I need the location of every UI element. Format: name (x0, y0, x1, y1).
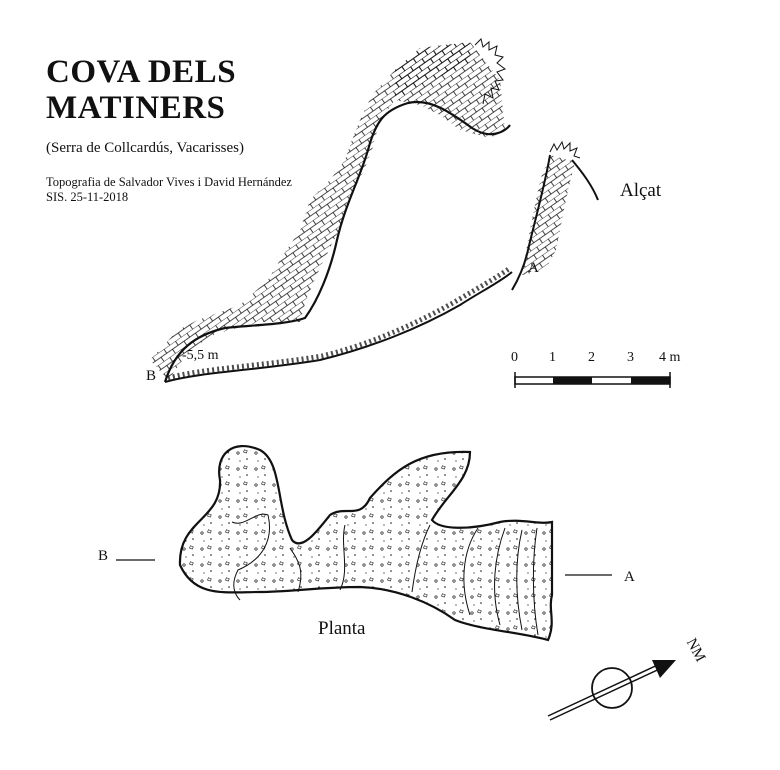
plan-contour-4 (411, 524, 431, 593)
scale-tick-3: 3 (627, 350, 634, 365)
plan-point-a: A (624, 569, 635, 585)
plan-contour-7 (516, 529, 523, 631)
elevation-point-b: B (146, 368, 157, 384)
scale-tick-1: 1 (549, 350, 556, 365)
plan-contour-5 (463, 527, 479, 616)
shaft-right-line (571, 159, 599, 201)
depth-label: -5,5 m (182, 348, 219, 363)
plan-contour-8 (532, 527, 539, 636)
plan-section (116, 444, 612, 642)
title-line-1: COVA DELS (46, 54, 237, 90)
rock-wall-shaft (522, 155, 575, 275)
scale-tick-0: 0 (511, 350, 518, 365)
shaft-wall-line (511, 154, 551, 291)
plan-outline (178, 444, 554, 642)
vegetation-top (474, 38, 507, 105)
title-line-2: MATINERS (46, 90, 226, 126)
rock-wall-top-right (395, 42, 505, 138)
vegetation-shaft (549, 140, 581, 159)
cave-floor-line (164, 271, 513, 383)
plan-label: Planta (318, 618, 366, 639)
credits: Topografia de Salvador Vives i David Her… (46, 175, 292, 189)
plan-contour-3 (339, 524, 346, 591)
scale-bar (514, 372, 671, 388)
north-arrow (547, 660, 676, 721)
elevation-point-a: A (528, 260, 539, 276)
plan-contour-1 (231, 513, 270, 601)
elevation-section (150, 38, 599, 383)
plan-contour-6 (494, 527, 506, 626)
cave-ceiling-line (163, 100, 511, 383)
subtitle: (Serra de Collcardús, Vacarisses) (46, 140, 244, 156)
plan-point-b: B (98, 548, 109, 564)
scale-tick-4: 4 m (659, 350, 681, 365)
rock-wall-upper (150, 42, 470, 380)
elevation-label: Alçat (620, 180, 662, 201)
survey-date: SIS. 25-11-2018 (46, 190, 129, 204)
plan-contour-2 (289, 547, 302, 593)
scale-tick-2: 2 (588, 350, 595, 365)
